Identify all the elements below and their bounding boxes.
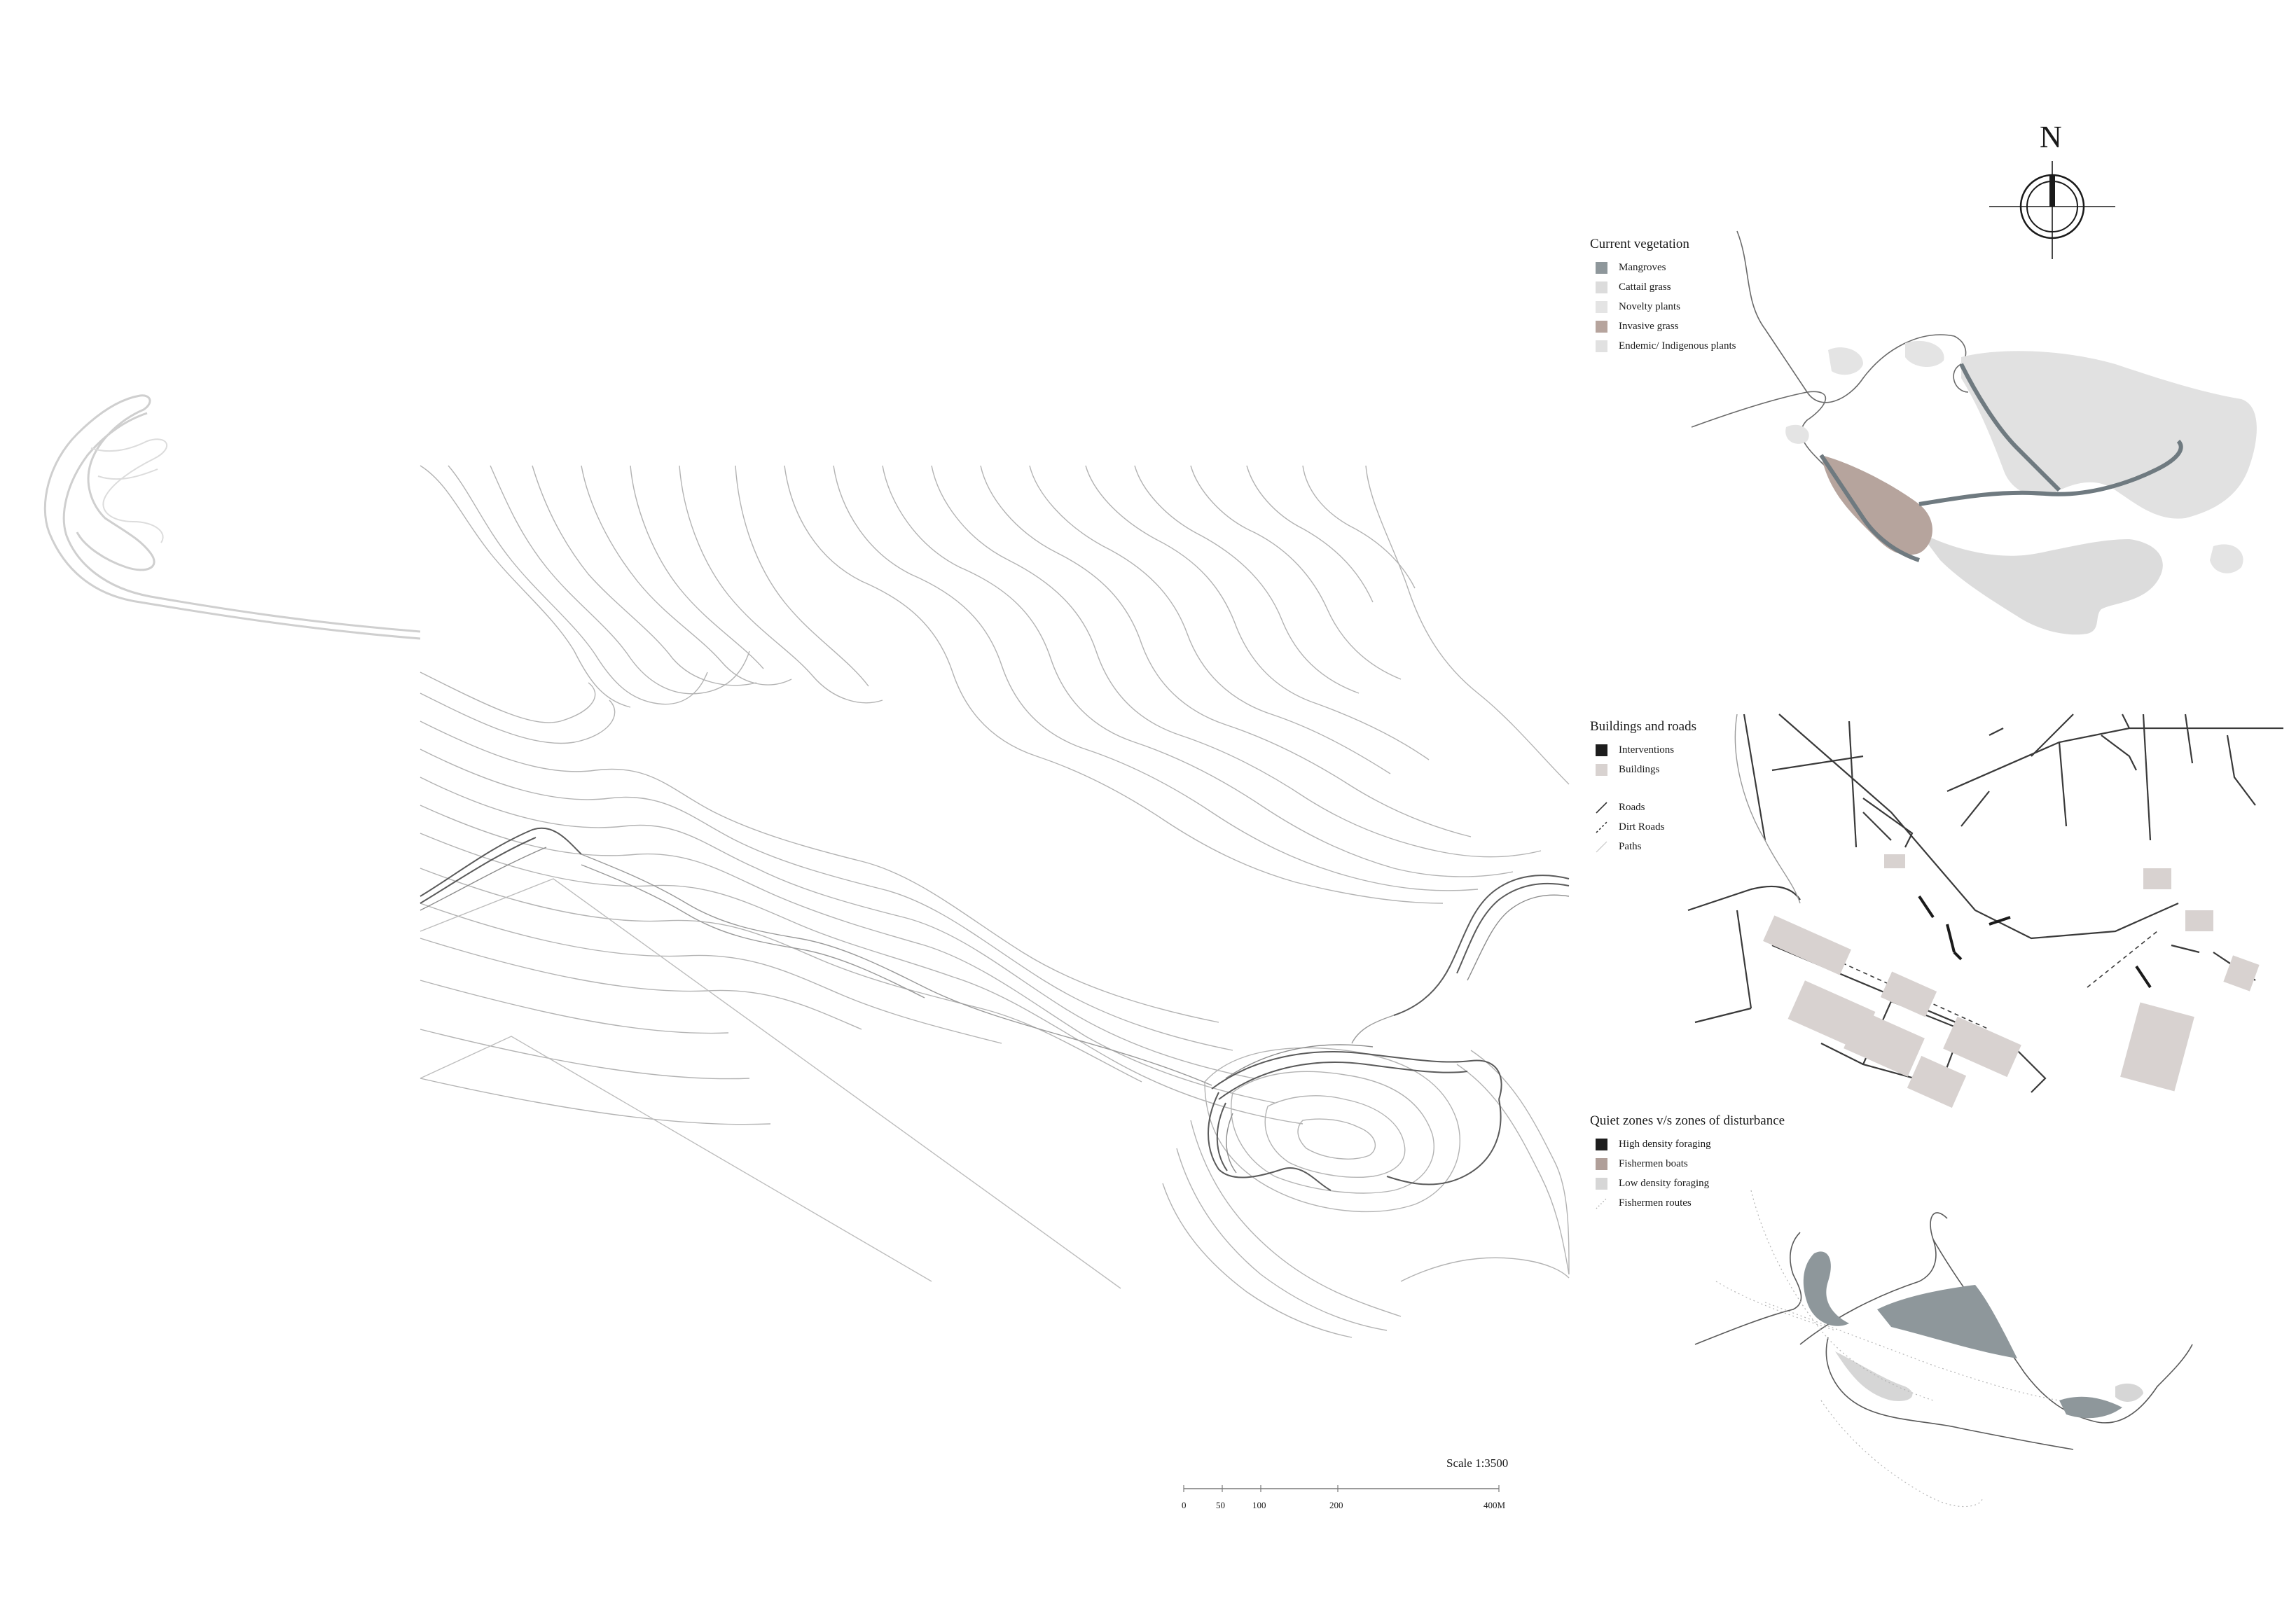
legend-buildings: Buildings and roads Interventions Buildi… [1590, 719, 1696, 856]
creek-channel [420, 827, 1570, 1191]
scale-tick-0: 0 [1182, 1500, 1187, 1510]
legend-item: Low density foraging [1590, 1174, 1785, 1193]
legend-item: Endemic/ Indigenous plants [1590, 336, 1736, 356]
legend-zones: Quiet zones v/s zones of disturbance Hig… [1590, 1113, 1785, 1213]
scale-title: Scale 1:3500 [1446, 1456, 1509, 1470]
creek-channel-light [420, 847, 1570, 1174]
legend-label: Invasive grass [1619, 320, 1679, 332]
legend-label: Low density foraging [1619, 1177, 1710, 1189]
legend-item: Invasive grass [1590, 316, 1736, 336]
north-arrow-icon [1989, 161, 2115, 259]
roads-line-icon [1596, 801, 1607, 814]
legend-label: Paths [1619, 840, 1642, 852]
coastline-spit [43, 394, 421, 640]
legend-item: Roads [1590, 798, 1696, 817]
legend-label: Mangroves [1619, 261, 1666, 273]
scale-bar-graphic [1183, 1485, 1500, 1492]
scale-tick-50: 50 [1216, 1500, 1225, 1510]
legend-item: Mangroves [1590, 258, 1736, 277]
legend-item: Interventions [1590, 740, 1696, 760]
swatch-buildings [1596, 763, 1607, 776]
coastline-spit-inner [90, 438, 168, 543]
legend-label: Fishermen boats [1619, 1157, 1688, 1169]
paths-line-icon [1596, 841, 1607, 852]
scale-tick-400m: 400M [1484, 1500, 1506, 1510]
legend-item: Paths [1590, 837, 1696, 856]
legend-label: Endemic/ Indigenous plants [1619, 340, 1736, 352]
legend-label: Novelty plants [1619, 300, 1680, 312]
scale-tick-200: 200 [1329, 1500, 1343, 1510]
scale-tick-100: 100 [1252, 1500, 1266, 1510]
legend-item: Buildings [1590, 760, 1696, 779]
swatch-cattail [1596, 281, 1607, 293]
swatch-endemic [1596, 340, 1607, 352]
swatch-fishermen-boats [1596, 1157, 1607, 1170]
legend-item: Novelty plants [1590, 297, 1736, 316]
legend-label: Buildings [1619, 763, 1660, 775]
legend-item: Fishermen routes [1590, 1193, 1785, 1213]
swatch-novelty [1596, 300, 1607, 313]
legend-item: Dirt Roads [1590, 817, 1696, 837]
north-label: N [2040, 120, 2062, 154]
legend-label: Fishermen routes [1619, 1197, 1692, 1209]
contour-lines [420, 465, 1570, 1338]
north-arrow: N [1989, 119, 2115, 259]
legend-label: Interventions [1619, 744, 1675, 756]
swatch-low-density [1596, 1177, 1607, 1190]
legend-label: High density foraging [1619, 1138, 1711, 1150]
swatch-high-density [1596, 1138, 1607, 1150]
legend-label: Cattail grass [1619, 281, 1671, 293]
legend-zones-title: Quiet zones v/s zones of disturbance [1590, 1113, 1785, 1128]
legend-buildings-title: Buildings and roads [1590, 719, 1696, 734]
scale-bar: Scale 1:3500 0 50 100 200 400M [1182, 1456, 1520, 1526]
legend-item: High density foraging [1590, 1134, 1785, 1154]
legend-label: Dirt Roads [1619, 821, 1665, 833]
swatch-interventions [1596, 744, 1607, 756]
legend-label: Roads [1619, 801, 1645, 813]
legend-item: Cattail grass [1590, 277, 1736, 297]
embankment-lines [420, 878, 1121, 1289]
stream-lines [581, 854, 1395, 1086]
swatch-invasive [1596, 320, 1607, 333]
swatch-mangroves [1596, 261, 1607, 274]
legend-item: Fishermen boats [1590, 1154, 1785, 1174]
dirt-roads-line-icon [1596, 821, 1607, 833]
legend-vegetation-title: Current vegetation [1590, 237, 1689, 251]
legend-vegetation: Current vegetation Mangroves Cattail gra… [1590, 237, 1736, 356]
fishermen-routes-line-icon [1596, 1197, 1607, 1209]
